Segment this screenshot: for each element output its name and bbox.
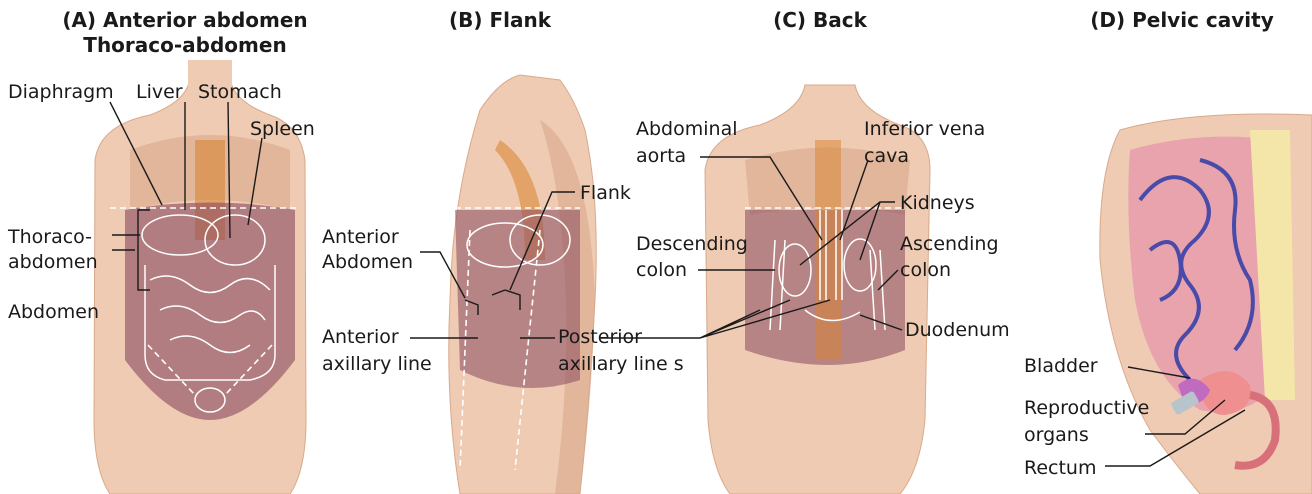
label-anterior-axillary-line1: Anterior [322, 326, 399, 348]
panel-c-title: (C) Back [773, 8, 868, 32]
panel-b-title: (B) Flank [449, 8, 552, 32]
panel-a-title-line1: (A) Anterior abdomen [62, 8, 307, 32]
label-stomach: Stomach [198, 81, 282, 103]
label-descending-line2: colon [636, 259, 687, 281]
panel-a-title-line2: Thoraco-abdomen [83, 33, 286, 57]
panel-d: (D) Pelvic cavity Bladder Reproductive o… [1024, 8, 1312, 494]
label-reproductive-line2: organs [1024, 424, 1089, 446]
label-anterior-abdomen-line1: Anterior [322, 226, 399, 248]
label-spleen: Spleen [250, 118, 315, 140]
label-reproductive-line1: Reproductive [1024, 397, 1149, 419]
label-ascending-line2: colon [900, 259, 951, 281]
label-rectum: Rectum [1024, 457, 1096, 479]
panel-d-title: (D) Pelvic cavity [1090, 8, 1273, 32]
label-abdomen: Abdomen [8, 301, 99, 323]
label-liver: Liver [136, 81, 183, 103]
panel-b: (B) Flank Flank Anterior Abdomen Anterio… [322, 8, 684, 494]
label-diaphragm: Diaphragm [8, 81, 114, 103]
label-anterior-axillary-line2: axillary line [322, 353, 432, 375]
label-ascending-line1: Ascending [900, 233, 999, 255]
label-abdominal-aorta-line1: Abdominal [636, 118, 738, 140]
label-thoraco-line1: Thoraco- [7, 226, 92, 248]
label-abdominal-aorta-line2: aorta [636, 145, 686, 167]
label-anterior-abdomen-line2: Abdomen [322, 251, 413, 273]
label-ivc-line1: Inferior vena [864, 118, 985, 140]
panel-c: (C) Back Abdominal aorta Inferior vena c… [600, 8, 1010, 494]
label-descending-line1: Descending [636, 233, 748, 255]
label-duodenum: Duodenum [905, 319, 1010, 341]
label-posterior-axillary-line1: Posterior [558, 326, 642, 348]
panel-a: (A) Anterior abdomen Thoraco-abdomen Dia… [7, 8, 315, 494]
label-ivc-line2: cava [864, 145, 909, 167]
label-flank: Flank [580, 182, 631, 204]
label-bladder: Bladder [1024, 355, 1098, 377]
label-posterior-axillary-line2: axillary line s [558, 353, 684, 375]
label-thoraco-line2: abdomen [8, 251, 98, 273]
label-kidneys: Kidneys [900, 192, 975, 214]
